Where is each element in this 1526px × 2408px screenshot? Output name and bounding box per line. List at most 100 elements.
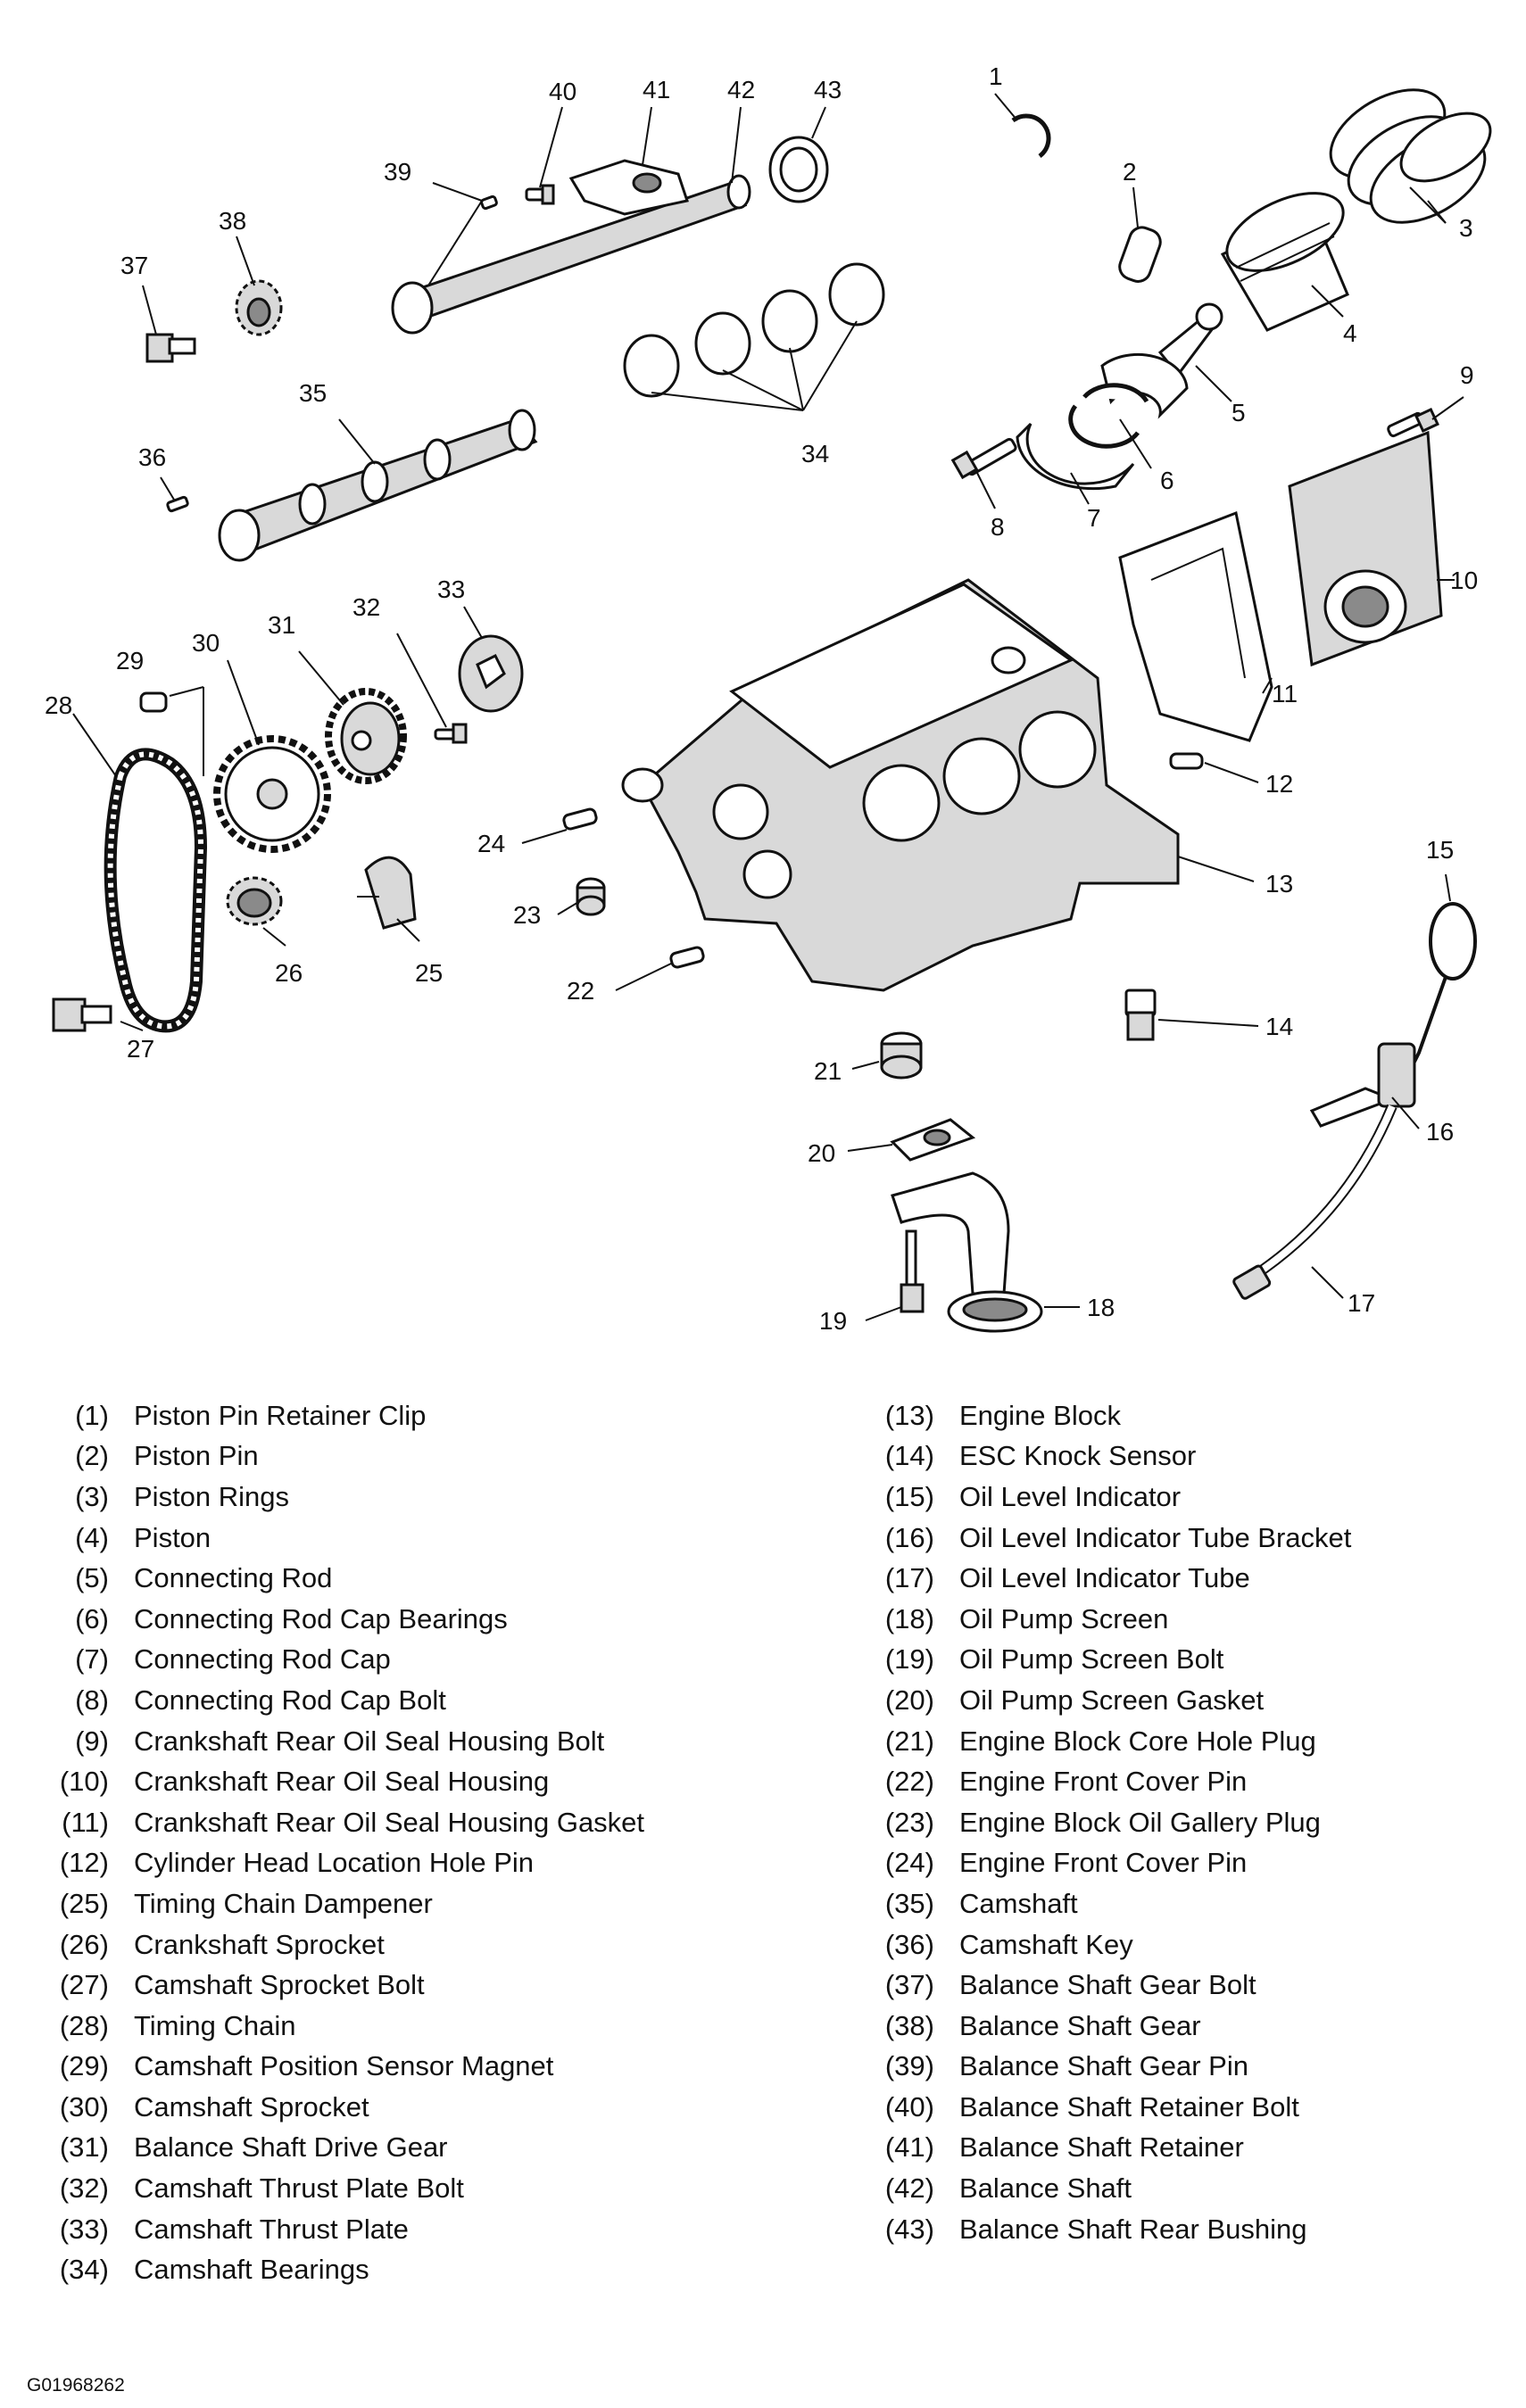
callout-23: 23 bbox=[513, 901, 541, 929]
part-crankshaft-sprocket bbox=[226, 876, 283, 926]
part-oil-level-indicator-tube bbox=[1232, 1104, 1397, 1300]
part-oil-pump-screen-gasket bbox=[890, 1118, 976, 1162]
part-piston-pin-retainer-clip bbox=[1011, 113, 1051, 158]
legend-item: (8)Connecting Rod Cap Bolt bbox=[75, 1684, 446, 1716]
part-balance-shaft-rear-bushing bbox=[768, 136, 829, 203]
part-camshaft-key bbox=[166, 495, 189, 513]
legend-item: (30)Camshaft Sprocket bbox=[59, 2090, 369, 2123]
exploded-parts-diagram: 1 2 3 4 5 6 7 8 9 10 11 12 13 14 15 16 1… bbox=[45, 62, 1492, 1335]
callout-33: 33 bbox=[437, 575, 465, 603]
part-balance-shaft-drive-gear bbox=[325, 688, 407, 784]
part-piston-rings bbox=[1329, 88, 1492, 224]
legend-item: (9)Crankshaft Rear Oil Seal Housing Bolt bbox=[75, 1725, 605, 1757]
callout-29: 29 bbox=[116, 647, 144, 674]
legend-item: (6)Connecting Rod Cap Bearings bbox=[75, 1602, 508, 1634]
part-camshaft-thrust-plate bbox=[458, 634, 524, 713]
legend-item: (13)Engine Block bbox=[884, 1399, 1121, 1431]
part-engine-block bbox=[621, 578, 1180, 992]
legend-item: (26)Crankshaft Sprocket bbox=[59, 1928, 385, 1960]
part-camshaft-thrust-plate-bolt bbox=[434, 723, 468, 744]
callout-13: 13 bbox=[1265, 870, 1293, 898]
callout-21: 21 bbox=[814, 1057, 842, 1085]
legend-item: (40)Balance Shaft Retainer Bolt bbox=[884, 2090, 1299, 2123]
callout-37: 37 bbox=[120, 252, 148, 279]
callout-42: 42 bbox=[727, 76, 755, 103]
legend-item: (2)Piston Pin bbox=[75, 1440, 259, 1472]
callout-7: 7 bbox=[1087, 504, 1101, 532]
part-balance-shaft-retainer-bolt bbox=[525, 184, 555, 205]
legend-item: (41)Balance Shaft Retainer bbox=[884, 2131, 1244, 2164]
part-piston bbox=[1220, 192, 1349, 332]
legend-item: (27)Camshaft Sprocket Bolt bbox=[59, 1969, 425, 2001]
callout-38: 38 bbox=[219, 207, 246, 235]
legend-item: (21)Engine Block Core Hole Plug bbox=[884, 1725, 1316, 1757]
callout-14: 14 bbox=[1265, 1013, 1293, 1040]
legend-item: (25)Timing Chain Dampener bbox=[59, 1887, 433, 1919]
legend-item: (5)Connecting Rod bbox=[75, 1562, 333, 1594]
callout-6: 6 bbox=[1160, 467, 1174, 494]
callout-28: 28 bbox=[45, 691, 72, 719]
callout-27: 27 bbox=[127, 1035, 154, 1063]
legend-item: (18)Oil Pump Screen bbox=[884, 1602, 1169, 1634]
callout-9: 9 bbox=[1460, 361, 1474, 389]
callout-17: 17 bbox=[1348, 1289, 1375, 1317]
callout-24: 24 bbox=[477, 830, 505, 857]
callout-11: 11 bbox=[1272, 680, 1298, 708]
legend-item: (17)Oil Level Indicator Tube bbox=[884, 1562, 1250, 1594]
legend-item: (28)Timing Chain bbox=[59, 2009, 296, 2041]
part-timing-chain bbox=[104, 748, 208, 1033]
legend-item: (23)Engine Block Oil Gallery Plug bbox=[884, 1806, 1321, 1838]
callout-4: 4 bbox=[1343, 319, 1357, 347]
legend-item: (14)ESC Knock Sensor bbox=[884, 1440, 1197, 1472]
part-balance-shaft bbox=[391, 174, 751, 335]
legend-item: (19)Oil Pump Screen Bolt bbox=[884, 1643, 1224, 1676]
part-balance-shaft-retainer bbox=[568, 159, 689, 216]
legend-item: (32)Camshaft Thrust Plate Bolt bbox=[59, 2172, 464, 2205]
part-engine-block-core-hole-plug bbox=[880, 1031, 923, 1080]
part-oil-pump-screen-bolt bbox=[900, 1229, 925, 1313]
callout-32: 32 bbox=[352, 593, 380, 621]
legend-item: (24)Engine Front Cover Pin bbox=[884, 1847, 1248, 1879]
callout-30: 30 bbox=[192, 629, 220, 657]
legend-item: (22)Engine Front Cover Pin bbox=[884, 1766, 1248, 1798]
callout-31: 31 bbox=[268, 611, 295, 639]
part-connecting-rod bbox=[1100, 302, 1223, 419]
callout-19: 19 bbox=[819, 1307, 847, 1335]
part-balance-shaft-gear-pin bbox=[480, 194, 498, 211]
legend-item: (38)Balance Shaft Gear bbox=[884, 2009, 1201, 2041]
legend-item: (39)Balance Shaft Gear Pin bbox=[884, 2050, 1248, 2082]
part-camshaft-sprocket-bolt bbox=[52, 997, 112, 1032]
part-camshaft-bearings bbox=[623, 262, 885, 398]
part-timing-chain-dampener bbox=[357, 856, 417, 930]
part-engine-block-oil-gallery-plug bbox=[576, 877, 606, 916]
callout-39: 39 bbox=[384, 158, 411, 186]
legend-item: (10)Crankshaft Rear Oil Seal Housing bbox=[59, 1766, 550, 1798]
part-rear-oil-seal-housing bbox=[1288, 430, 1443, 667]
callout-22: 22 bbox=[567, 977, 594, 1005]
part-connecting-rod-cap-bearings bbox=[1068, 383, 1149, 449]
part-balance-shaft-gear bbox=[235, 279, 283, 336]
legend-item: (1)Piston Pin Retainer Clip bbox=[75, 1399, 427, 1431]
callout-5: 5 bbox=[1232, 399, 1246, 426]
callout-41: 41 bbox=[643, 76, 670, 103]
part-rear-oil-seal-housing-bolt bbox=[1387, 408, 1439, 438]
part-piston-pin bbox=[1118, 226, 1162, 283]
part-camshaft bbox=[218, 409, 538, 562]
part-engine-front-cover-pin-22 bbox=[669, 946, 705, 969]
legend-item: (15)Oil Level Indicator bbox=[884, 1480, 1182, 1512]
legend-item: (35)Camshaft bbox=[884, 1887, 1078, 1919]
legend-item: (43)Balance Shaft Rear Bushing bbox=[884, 2213, 1307, 2245]
callout-40: 40 bbox=[549, 78, 576, 105]
part-oil-level-indicator-tube-bracket bbox=[1309, 1042, 1416, 1128]
callout-12: 12 bbox=[1265, 770, 1293, 798]
part-camshaft-position-sensor-magnet bbox=[139, 691, 168, 713]
callout-2: 2 bbox=[1123, 158, 1137, 186]
legend-item: (20)Oil Pump Screen Gasket bbox=[884, 1684, 1265, 1716]
callout-36: 36 bbox=[138, 443, 166, 471]
part-balance-shaft-gear-bolt bbox=[145, 333, 196, 363]
legend-item: (4)Piston bbox=[75, 1521, 211, 1553]
legend-item: (12)Cylinder Head Location Hole Pin bbox=[59, 1847, 535, 1879]
callout-3: 3 bbox=[1459, 214, 1473, 242]
figure-code: G01968262 bbox=[27, 2375, 125, 2396]
part-camshaft-sprocket bbox=[213, 735, 331, 853]
